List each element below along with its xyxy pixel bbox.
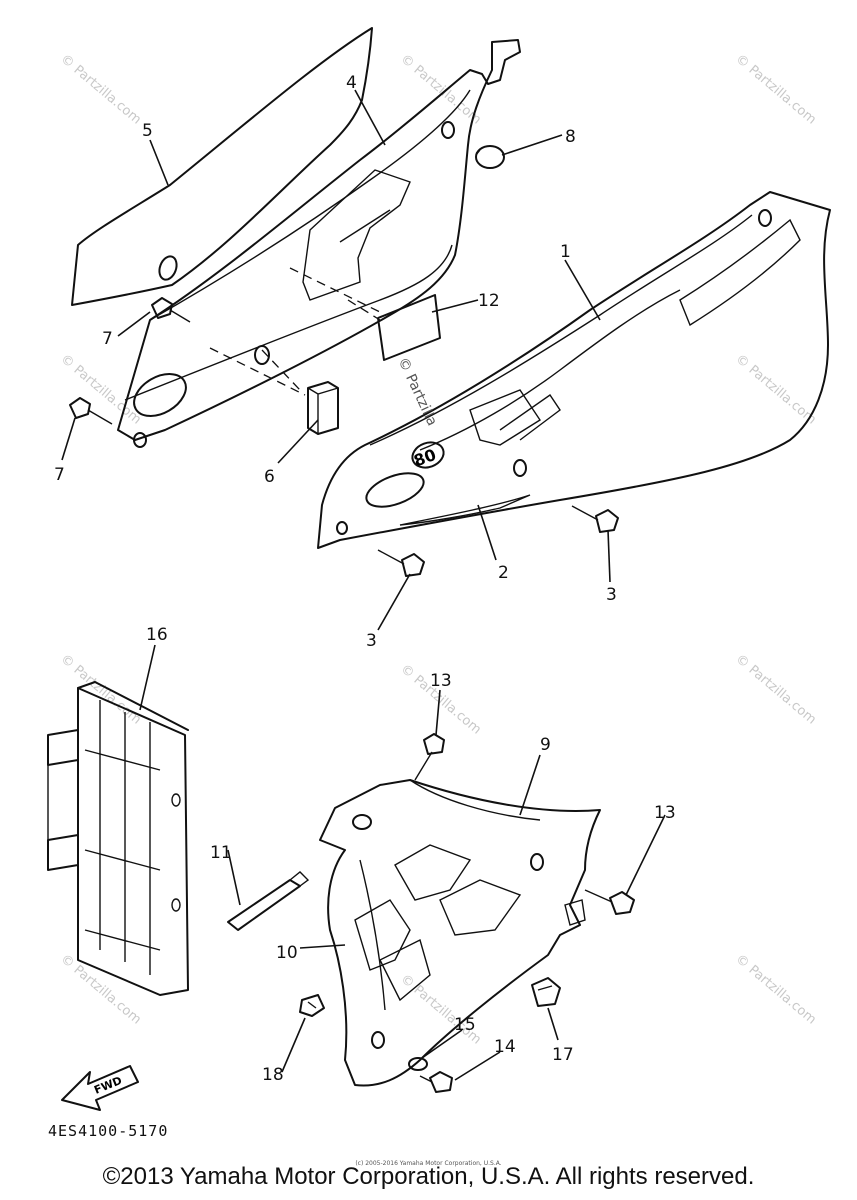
callout-3: 3	[606, 585, 617, 605]
part-4-side-panel	[117, 39, 521, 448]
parts-diagram: © Partzilla.com © Partzilla.com © Partzi…	[47, 27, 831, 1111]
callout-13: 13	[430, 671, 452, 691]
callouts: 1 2 3 3 4 5 6 7 7 8 9 10 11 12 13 13 14 …	[54, 73, 676, 1085]
callout-10: 10	[276, 943, 298, 963]
small-credit: (c) 2005-2016 Yamaha Motor Corporation, …	[355, 1160, 502, 1167]
part-18-clip	[299, 994, 325, 1017]
part-7-bolt-a	[151, 297, 191, 323]
callout-1: 1	[560, 242, 571, 262]
callout-14: 14	[494, 1037, 516, 1057]
callout-15: 15	[454, 1015, 476, 1035]
callout-2: 2	[498, 563, 509, 583]
watermark: © Partzilla.com	[397, 972, 483, 1048]
callout-4: 4	[346, 73, 357, 93]
part-8-grommet	[475, 145, 505, 169]
callout-13: 13	[654, 803, 676, 823]
watermark: © Partzilla.com	[732, 352, 818, 428]
part-3-bolt-a	[571, 505, 619, 533]
callout-12: 12	[478, 291, 500, 311]
callout-16: 16	[146, 625, 168, 645]
diagram-part-code: 4ES4100-5170	[48, 1122, 169, 1140]
part-2-graphic	[399, 494, 531, 526]
callout-7: 7	[54, 465, 65, 485]
assembly-lines	[209, 267, 381, 396]
part-3-bolt-b	[377, 549, 425, 577]
part-9-shroud	[319, 779, 601, 1087]
part-12-pad	[377, 294, 441, 361]
copyright-notice: ©2013 Yamaha Motor Corporation, U.S.A. A…	[102, 1163, 755, 1190]
watermark: © Partzilla.com	[397, 52, 483, 128]
part-11-strip	[227, 871, 310, 931]
watermark: © Partzilla.com	[732, 652, 818, 728]
watermark: © Partzilla.com	[57, 52, 143, 128]
leader-lines	[61, 89, 666, 1081]
inline-watermark: © Partzilla	[394, 355, 440, 429]
callout-7: 7	[102, 329, 113, 349]
watermark: © Partzilla.com	[57, 952, 143, 1028]
part-5-side-cover	[71, 27, 373, 306]
part-7-bolt-b	[69, 397, 113, 425]
callout-11: 11	[210, 843, 232, 863]
part-15-washer	[408, 1057, 428, 1071]
watermarks: © Partzilla.com © Partzilla.com © Partzi…	[57, 52, 818, 1048]
watermark: © Partzilla.com	[732, 952, 818, 1028]
callout-18: 18	[262, 1065, 284, 1085]
callout-3: 3	[366, 631, 377, 651]
part-17-nut	[531, 977, 561, 1007]
part-14-bolt	[419, 1071, 453, 1093]
callout-9: 9	[540, 735, 551, 755]
watermark: © Partzilla.com	[57, 352, 143, 428]
callout-8: 8	[565, 127, 576, 147]
part-6-damper	[307, 381, 339, 435]
callout-5: 5	[142, 121, 153, 141]
fwd-label: FWD	[92, 1074, 124, 1097]
part-16-radiator-guard	[47, 681, 189, 996]
callout-6: 6	[264, 467, 275, 487]
fwd-arrow: FWD	[61, 1065, 139, 1111]
part-1-side-cover: 80 © Partzilla	[317, 191, 831, 549]
watermark: © Partzilla.com	[732, 52, 818, 128]
callout-17: 17	[552, 1045, 574, 1065]
part-13-bolt-a	[414, 733, 445, 781]
part-13-bolt-b	[584, 889, 635, 915]
